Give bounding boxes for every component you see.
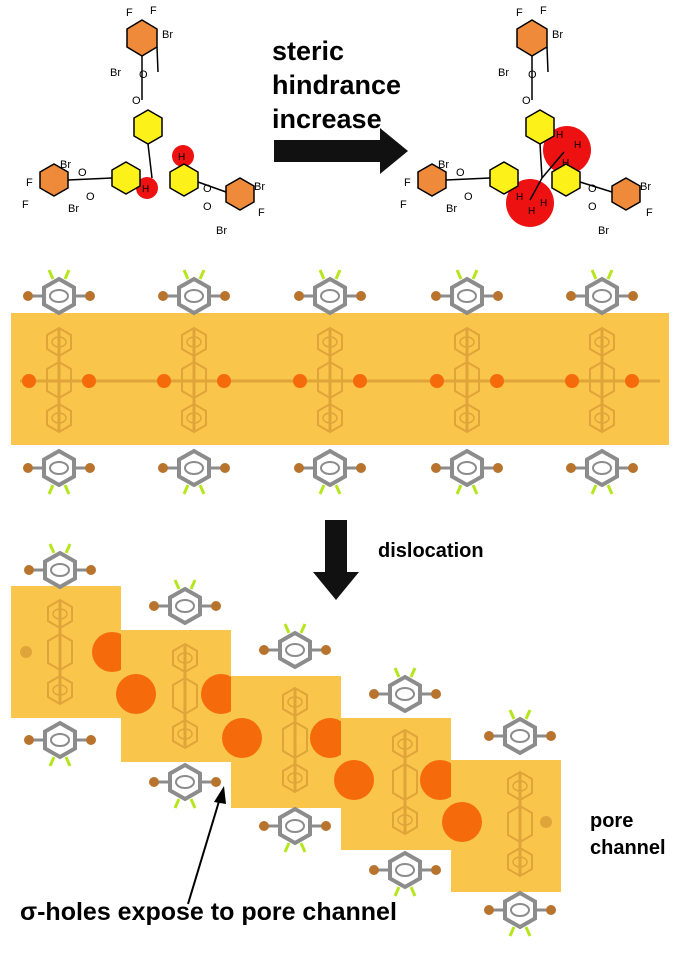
fluorine-label: F (22, 199, 29, 211)
sigma-holes-label: σ-holes expose to pore channel (20, 898, 397, 926)
aligned-molecule-column (156, 268, 232, 496)
pore-channel-label: pore channel (590, 808, 666, 862)
oxygen-label: O (132, 95, 141, 107)
fluorine-label: F (126, 7, 133, 19)
bromine-label: Br (254, 181, 265, 193)
steric-label-line: increase (272, 104, 382, 134)
steric-label-line: steric (272, 36, 345, 66)
down-arrow-icon (313, 520, 359, 600)
bromine-label: Br (498, 67, 509, 79)
oxygen-label: O (78, 167, 87, 179)
fluorine-label: F (26, 177, 33, 189)
oxygen-label: O (464, 191, 473, 203)
fluorine-label: F (258, 207, 265, 219)
oxygen-label: O (139, 69, 148, 81)
bromine-label: Br (552, 29, 563, 41)
oxygen-label: O (588, 183, 597, 195)
dislocated-molecule-step (334, 666, 460, 898)
triptycene-molecule-h: O O O O O O F F Br Br Br F F Br Br F Br … (22, 5, 265, 237)
dislocated-molecule-step (442, 708, 561, 938)
aligned-molecule-column (429, 268, 505, 496)
fluorine-label: F (516, 7, 523, 19)
fluorine-label: F (646, 207, 653, 219)
aligned-molecule-column (564, 268, 640, 496)
bromine-label: Br (68, 203, 79, 215)
bromine-label: Br (162, 29, 173, 41)
dislocated-molecule-step (222, 622, 350, 854)
oxygen-label: O (86, 191, 95, 203)
bromine-label: Br (216, 225, 227, 237)
dislocated-molecule-step (11, 542, 132, 768)
dislocation-label: dislocation (378, 540, 484, 562)
hydrogen-label: H (516, 192, 523, 203)
hydrogen-label: H (528, 206, 535, 217)
fluorine-label: F (404, 177, 411, 189)
dislocated-molecule-step (116, 578, 241, 810)
pore-label-line: pore (590, 810, 634, 832)
bromine-label: Br (598, 225, 609, 237)
bromine-label: Br (60, 159, 71, 171)
bromine-label: Br (110, 67, 121, 79)
hydrogen-label: H (562, 158, 569, 169)
pointer-arrow-icon (187, 786, 226, 905)
stacking-band (11, 313, 669, 445)
bromine-label: Br (438, 159, 449, 171)
steric-label-line: hindrance (272, 70, 402, 100)
hydrogen-label: H (142, 184, 149, 195)
oxygen-label: O (588, 201, 597, 213)
steric-hindrance-label: steric hindrance increase (272, 34, 401, 136)
fluorine-label: F (540, 5, 547, 17)
oxygen-label: O (203, 201, 212, 213)
hydrogen-label: H (556, 130, 563, 141)
hydrogen-label: H (178, 152, 185, 163)
fluorine-label: F (400, 199, 407, 211)
aligned-molecule-column (21, 268, 97, 496)
aligned-molecule-column (292, 268, 368, 496)
triptycene-molecule-methyl: O O O O O O F F Br Br Br F F Br Br F Br … (400, 5, 653, 237)
fluorine-label: F (150, 5, 157, 17)
oxygen-label: O (456, 167, 465, 179)
hydrogen-label: H (574, 140, 581, 151)
oxygen-label: O (528, 69, 537, 81)
oxygen-label: O (522, 95, 531, 107)
oxygen-label: O (203, 183, 212, 195)
bromine-label: Br (640, 181, 651, 193)
right-arrow-icon (274, 128, 408, 174)
pore-label-line: channel (590, 837, 666, 859)
hydrogen-label: H (540, 198, 547, 209)
bromine-label: Br (446, 203, 457, 215)
